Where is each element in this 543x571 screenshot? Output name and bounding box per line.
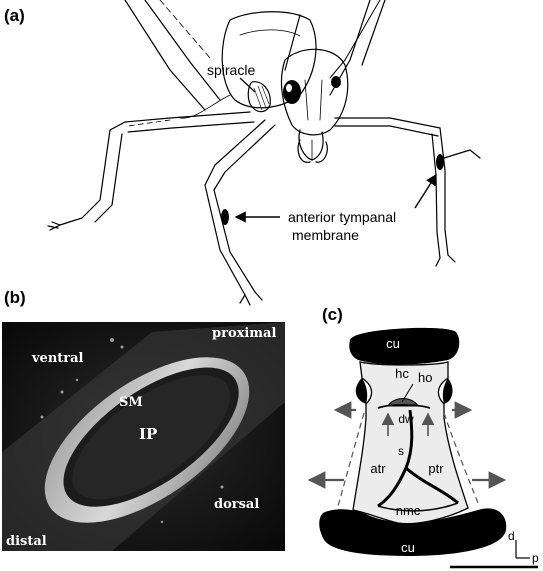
- ho-label: ho: [418, 370, 432, 385]
- dw-label: dw: [398, 412, 414, 426]
- right-tympanal-membrane: [436, 154, 444, 170]
- distal-label: distal: [6, 534, 47, 549]
- tympanal-label-line2: membrane: [292, 227, 359, 243]
- ptr-label: ptr: [428, 461, 444, 476]
- tympanal-arrow-right: [414, 173, 437, 209]
- katydid-illustration: spiracle anterior tympanal membrane: [47, 0, 481, 306]
- atr-label: atr: [370, 461, 386, 476]
- spiracle-pointer: [239, 77, 256, 93]
- photo-micrograph: proximal ventral SM IP dorsal distal: [2, 322, 285, 551]
- proximal-label: proximal: [212, 326, 276, 341]
- axis-p-label: p: [532, 551, 539, 565]
- hc-label: hc: [395, 366, 409, 381]
- s-label: s: [398, 444, 404, 458]
- bottom-cuticle: [319, 508, 507, 556]
- axis-d-label: d: [508, 529, 515, 543]
- left-eye: [283, 80, 301, 104]
- panel-a-label: (a): [4, 6, 25, 25]
- cu-top-label: cu: [386, 336, 400, 351]
- sm-label: SM: [119, 395, 143, 410]
- right-eye: [331, 76, 341, 88]
- panel-c-label: (c): [322, 305, 343, 324]
- nmc-label: nmc: [396, 503, 421, 518]
- cu-bottom-label: cu: [401, 540, 415, 555]
- ventral-label: ventral: [31, 351, 84, 366]
- panel-b-label: (b): [4, 288, 26, 307]
- ip-label: IP: [139, 425, 157, 443]
- left-tympanal-membrane: [221, 209, 229, 225]
- top-cuticle: [349, 327, 460, 365]
- spiracle-label: spiracle: [207, 62, 255, 78]
- cross-section-diagram: cu hc ho dw s atr ptr nmc cu d p: [307, 327, 539, 569]
- dorsal-label: dorsal: [214, 497, 259, 512]
- tympanal-label-line1: anterior tympanal: [288, 209, 396, 225]
